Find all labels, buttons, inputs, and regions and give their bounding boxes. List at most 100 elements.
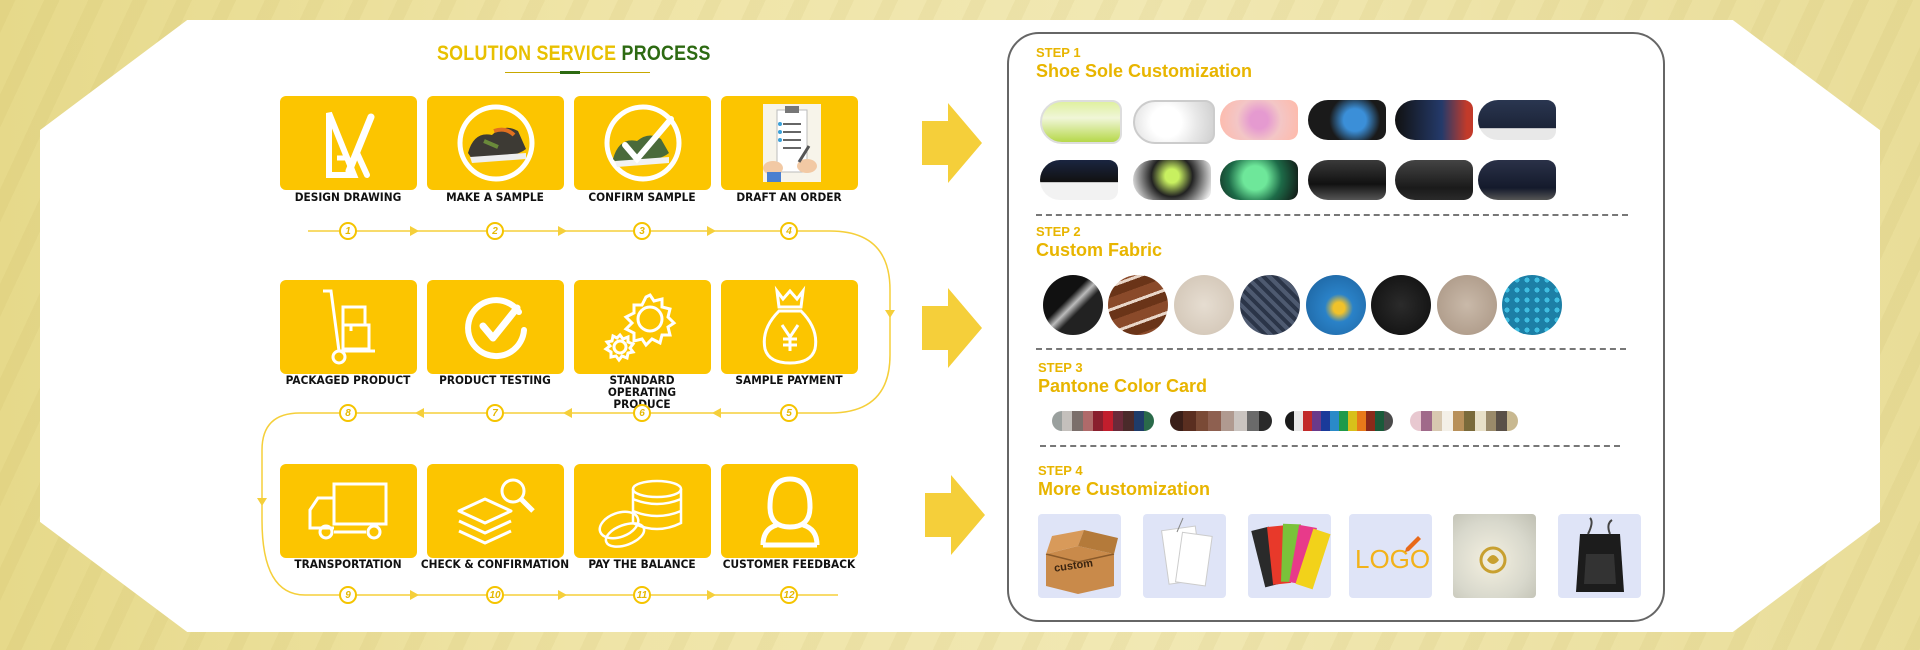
dust-bag-image — [1558, 514, 1641, 598]
step1-label: STEP 1 — [1036, 45, 1081, 60]
step-number-1: 1 — [339, 222, 357, 240]
shoe-sole-image — [1220, 160, 1298, 200]
step-number-2: 2 — [486, 222, 504, 240]
color-labels-icon — [1251, 523, 1331, 590]
step-label-2: MAKE A SAMPLE — [446, 190, 544, 204]
step-label-1: DESIGN DRAWING — [294, 190, 402, 204]
embossed-logo-image — [1453, 514, 1536, 598]
section-divider — [1036, 348, 1626, 350]
fabric-swatch — [1306, 275, 1366, 335]
step-number-7: 7 — [486, 404, 504, 422]
step-number-6: 6 — [633, 404, 651, 422]
title-word-solution: SOLUTION — [437, 42, 532, 65]
shoe-sole-image — [1478, 100, 1556, 140]
drawing-tools-icon — [325, 111, 374, 178]
step4-title: More Customization — [1038, 479, 1211, 499]
step1-title: Shoe Sole Customization — [1036, 61, 1253, 81]
step-card-6 — [574, 280, 711, 374]
shoe-sole-image — [1133, 100, 1215, 144]
fabric-swatch — [1174, 275, 1234, 335]
step3-label: STEP 3 — [1038, 360, 1083, 375]
fabric-swatch — [1108, 275, 1168, 335]
step-label-8: PACKAGED PRODUCT — [285, 373, 411, 387]
step-label-11: PAY THE BALANCE — [588, 557, 696, 571]
hang-tag-image — [1143, 514, 1226, 598]
custom-box-image: custom — [1038, 514, 1121, 598]
step-label-5: SAMPLE PAYMENT — [735, 373, 843, 387]
step-number-4: 4 — [780, 222, 798, 240]
gold-emblem-icon — [1479, 546, 1507, 574]
pencil-icon — [1405, 536, 1421, 552]
step-card-1 — [280, 96, 417, 190]
shoe-sole-image — [1395, 100, 1473, 140]
step-label-10: CHECK & CONFIRMATION — [420, 557, 570, 571]
step-card-7 — [427, 280, 564, 374]
hang-tag-icon — [1160, 517, 1213, 587]
shoe-sole-image — [1040, 160, 1118, 200]
shoe-sole-image — [1308, 100, 1386, 140]
gear-icon — [602, 293, 676, 363]
coins-icon — [598, 479, 682, 548]
drawstring-bag-icon — [1576, 517, 1624, 592]
logo-customization-image: LOGO — [1349, 514, 1432, 598]
section-divider — [1036, 214, 1628, 216]
arrow-right-icon — [922, 103, 982, 183]
step-label-7: PRODUCT TESTING — [439, 373, 551, 387]
check-circle-icon — [464, 297, 527, 360]
step-label-4: DRAFT AN ORDER — [736, 190, 842, 204]
step-number-8: 8 — [339, 404, 357, 422]
fabric-swatch — [1371, 275, 1431, 335]
shoe-sole-image — [1040, 100, 1122, 144]
step-card-5 — [721, 280, 858, 374]
step-number-11: 11 — [633, 586, 651, 604]
step-card-10 — [427, 464, 564, 558]
fabric-swatch — [1240, 275, 1300, 335]
step-card-11 — [574, 464, 711, 558]
clipboard-icon — [762, 104, 821, 182]
step-card-9 — [280, 464, 417, 558]
fabric-swatch — [1437, 275, 1497, 335]
fabric-swatch — [1502, 275, 1562, 335]
pantone-color-strip — [1285, 411, 1393, 431]
shoe-sole-image — [1395, 160, 1473, 200]
truck-icon — [308, 482, 387, 540]
logo-text: LOGO — [1355, 544, 1431, 574]
section-divider — [1040, 445, 1620, 447]
step2-title: Custom Fabric — [1036, 240, 1163, 260]
person-icon — [760, 476, 819, 548]
step4-label: STEP 4 — [1038, 463, 1083, 478]
title-word-service: SERVICE — [536, 42, 617, 65]
pantone-color-strip — [1052, 411, 1154, 431]
step-number-3: 3 — [633, 222, 651, 240]
step-card-4 — [721, 96, 858, 190]
pantone-color-strip — [1170, 411, 1272, 431]
step-number-10: 10 — [486, 586, 504, 604]
fabric-swatch — [1043, 275, 1103, 335]
confirm-shoe-icon — [604, 104, 681, 182]
step-label-3: CONFIRM SAMPLE — [588, 190, 696, 204]
step-label-12: CUSTOMER FEEDBACK — [722, 557, 856, 571]
step-card-2 — [427, 96, 564, 190]
step-label-9: TRANSPORTATION — [294, 557, 402, 571]
shoe-sole-image — [1133, 160, 1211, 200]
arrow-right-icon — [925, 475, 985, 555]
process-title: SOLUTION SERVICE PROCESS — [437, 42, 711, 66]
title-word-process: PROCESS — [621, 42, 711, 65]
step3-title: Pantone Color Card — [1038, 376, 1208, 396]
step-card-12 — [721, 464, 858, 558]
shoe-sole-image — [1220, 100, 1298, 140]
shoe-sole-image — [1478, 160, 1556, 200]
step-card-8 — [280, 280, 417, 374]
arrow-right-icon — [922, 288, 982, 368]
shoe-box-icon — [1045, 530, 1118, 594]
money-bag-icon — [762, 285, 817, 365]
layers-search-icon — [457, 478, 535, 545]
color-tags-image — [1248, 514, 1331, 598]
step-number-12: 12 — [780, 586, 798, 604]
step-number-9: 9 — [339, 586, 357, 604]
step-number-5: 5 — [780, 404, 798, 422]
pantone-color-strip — [1410, 411, 1518, 431]
sample-shoe-icon — [457, 104, 534, 182]
